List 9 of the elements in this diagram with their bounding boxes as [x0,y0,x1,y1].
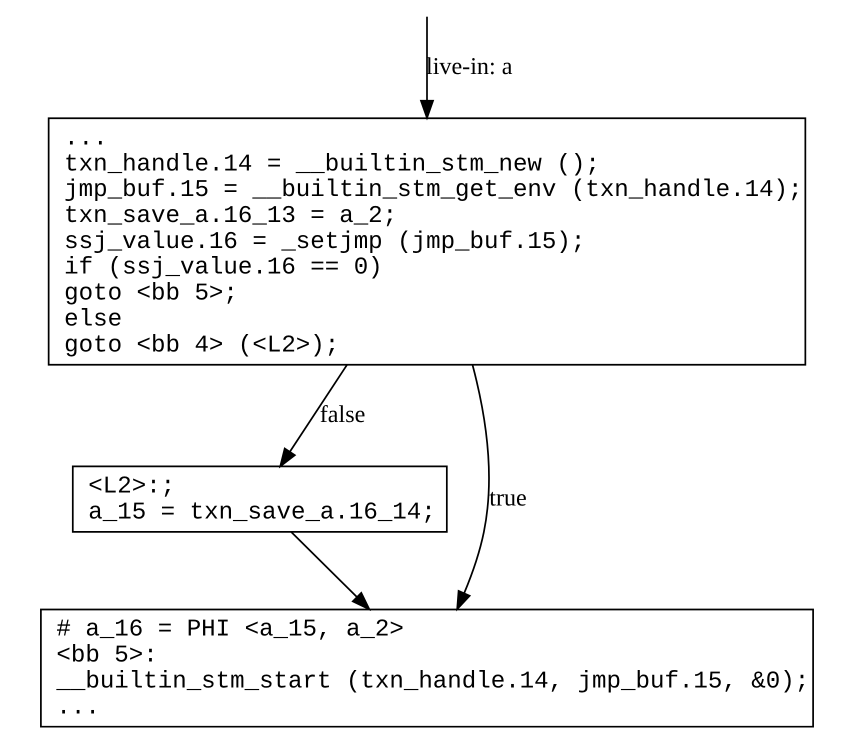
arrow [278,364,348,468]
arrow [456,364,490,612]
node-box: ... txn_handle.14 = __builtin_stm_new (); jmp_buf.15 = __builtin_stm_get_env (txn_handle.14); txn_save_a.16_13 = a_2; ssj_value.16 = _setjmp (jmp_buf.15); if (ssj_value.16 == 0) goto <bb 5>; else goto <bb 4> (<L2>); [47,117,806,366]
arrow [290,531,371,612]
node-box: # a_16 = PHI <a_15, a_2> <bb 5>: __builtin_stm_start (txn_handle.14, jmp_buf.15, &0); ... [40,608,814,728]
arrow [419,16,434,121]
node-box: <L2>:; a_15 = txn_save_a.16_14; [71,466,448,533]
edge-label: false [319,400,365,428]
edge-label: true [488,484,526,512]
